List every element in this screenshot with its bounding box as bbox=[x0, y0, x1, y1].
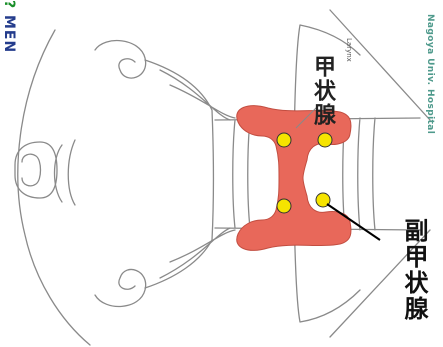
corner-title-line1: ? bbox=[1, 0, 17, 9]
hyoid-bone bbox=[95, 41, 214, 307]
corner-title-line2: MEN bbox=[1, 15, 17, 53]
thyroid-gland bbox=[237, 106, 351, 251]
larynx-front-ring bbox=[22, 154, 41, 186]
neck-muscle-lines bbox=[160, 70, 235, 278]
larynx-label: Larynx bbox=[345, 38, 353, 62]
larynx-front-outline bbox=[15, 142, 57, 198]
corner-title: ? MEN bbox=[2, 0, 16, 53]
hospital-watermark: Nagoya Univ. Hospital bbox=[425, 14, 435, 134]
parathyroid-upper-left bbox=[277, 133, 291, 147]
thyroid-label: 甲状腺 bbox=[306, 55, 338, 127]
parathyroid-upper-right bbox=[318, 133, 332, 147]
parathyroid-label: 副甲状腺 bbox=[397, 218, 432, 322]
parathyroid-lower-left bbox=[277, 199, 291, 213]
